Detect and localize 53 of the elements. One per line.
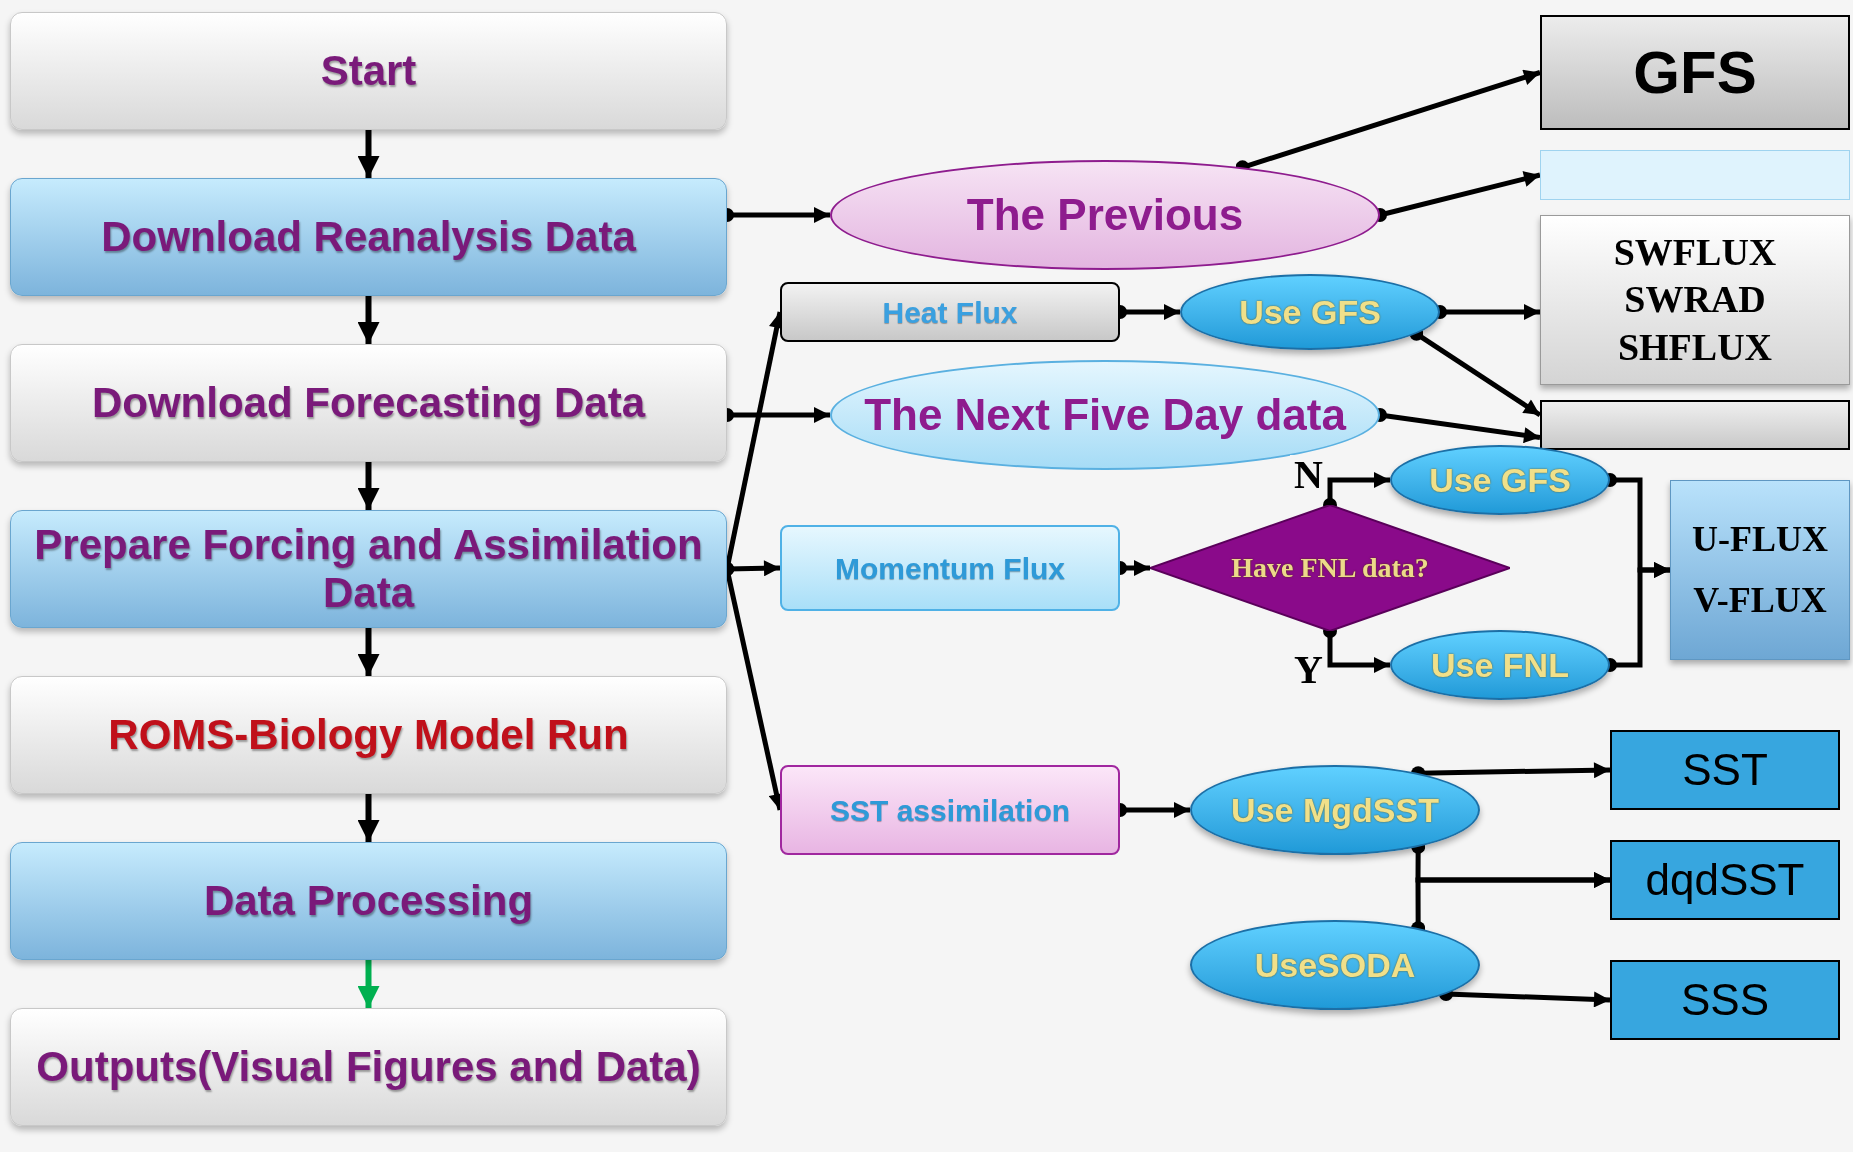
node-label: SWFLUX xyxy=(1612,229,1778,275)
node-label: The Next Five Day data xyxy=(863,390,1348,440)
node-label: ROMS-Biology Model Run xyxy=(107,710,630,760)
node-label: Download Reanalysis Data xyxy=(100,212,637,262)
node-label: SST assimilation xyxy=(828,793,1072,827)
node-label: SST xyxy=(1681,744,1769,796)
node-label: U-FLUX xyxy=(1691,517,1829,561)
process-box xyxy=(10,12,727,130)
process-box xyxy=(10,178,727,296)
node-label: Use MgdSST xyxy=(1230,789,1440,831)
arrow xyxy=(357,960,380,1008)
node-label: Use FNL xyxy=(1430,644,1570,686)
node-label: GFS xyxy=(1632,37,1758,108)
arrow xyxy=(357,296,380,344)
empty-box xyxy=(1540,150,1850,200)
node-label: Momentum Flux xyxy=(834,550,1066,587)
variable-box xyxy=(1670,480,1850,660)
node-label: SSS xyxy=(1679,974,1770,1026)
node-label: UseSODA xyxy=(1253,944,1417,986)
node-label: Use GFS xyxy=(1238,291,1382,333)
process-box xyxy=(10,676,727,794)
output-box xyxy=(1610,960,1840,1040)
empty-box xyxy=(1540,400,1850,450)
output-box xyxy=(1610,840,1840,920)
process-box xyxy=(10,842,727,960)
node-label: Data Processing xyxy=(202,876,535,926)
arrow xyxy=(357,462,380,510)
process-box xyxy=(780,282,1120,342)
node-label: Download Forecasting Data xyxy=(90,378,647,428)
node-label: SHFLUX xyxy=(1616,324,1774,370)
variable-box xyxy=(1540,215,1850,385)
source-box xyxy=(1540,15,1850,130)
node-label: dqdSST xyxy=(1644,854,1806,906)
process-box xyxy=(10,1008,727,1126)
arrow xyxy=(357,130,380,178)
node-label: SWRAD xyxy=(1623,277,1767,323)
node-label: V-FLUX xyxy=(1692,579,1828,622)
decision-diamond xyxy=(1150,505,1510,631)
process-box xyxy=(780,765,1120,855)
process-box xyxy=(10,510,727,628)
arrow xyxy=(357,794,380,842)
process-box xyxy=(10,344,727,462)
node-label: The Previous xyxy=(965,190,1245,240)
process-box xyxy=(780,525,1120,611)
node-label: Have FNL data? xyxy=(1230,551,1430,585)
node-label: Heat Flux xyxy=(881,294,1019,331)
node-label: Prepare Forcing and Assimilation Data xyxy=(33,520,704,618)
node-label: Outputs(Visual Figures and Data) xyxy=(35,1042,702,1092)
node-label: Use GFS xyxy=(1428,459,1572,501)
node-label: Start xyxy=(319,46,418,96)
arrow xyxy=(1411,762,1611,781)
arrow xyxy=(357,628,380,676)
output-box xyxy=(1610,730,1840,810)
